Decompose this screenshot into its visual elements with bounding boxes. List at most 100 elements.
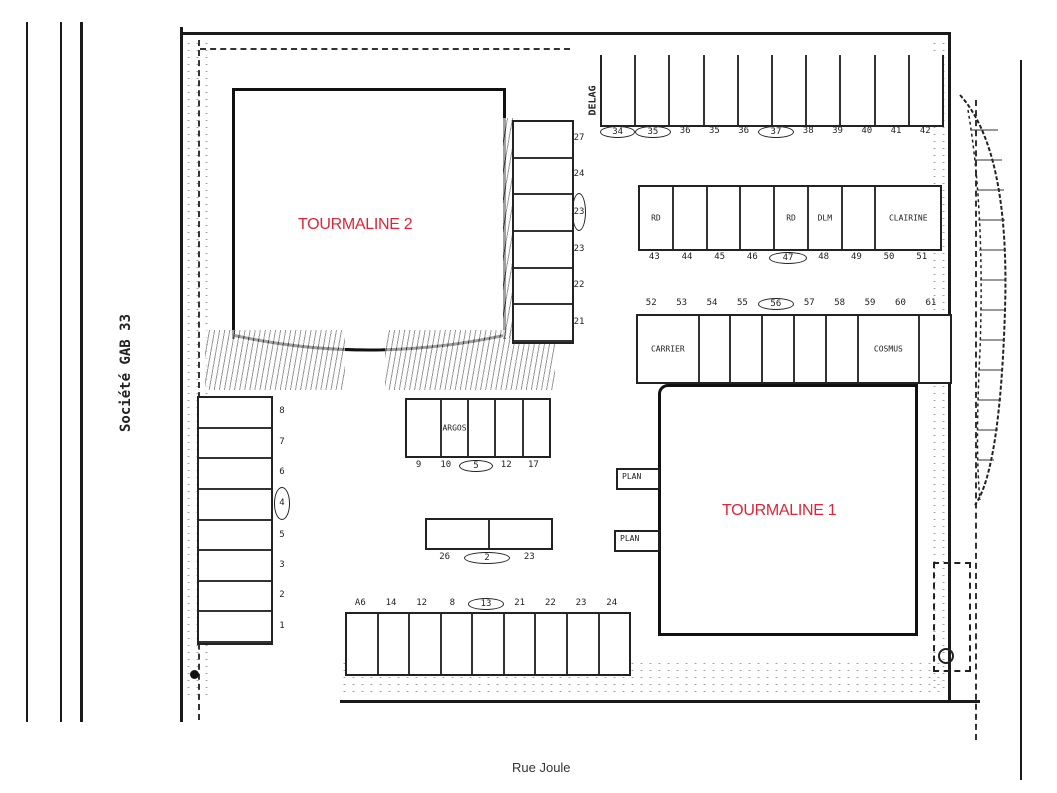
stall-number: 34 <box>600 126 636 138</box>
parking-stall[interactable] <box>514 122 572 159</box>
parking-stall[interactable] <box>514 159 572 196</box>
parking-stall[interactable] <box>199 612 271 643</box>
parking-stall[interactable] <box>199 521 271 552</box>
parking-stall[interactable] <box>199 459 271 490</box>
parking-stall[interactable] <box>636 55 671 125</box>
stall-number: 52 <box>645 298 657 308</box>
building-tourmaline-2 <box>232 88 506 339</box>
parking-numbers-middle-1: 43 44 45 46 47 48 49 50 51 <box>638 252 938 264</box>
small-box-plan-1 <box>616 468 660 490</box>
parking-stall[interactable] <box>600 614 630 674</box>
hatch-ramp-left <box>205 330 345 390</box>
parking-stall[interactable] <box>708 187 742 249</box>
stall-number: 10 <box>440 460 452 470</box>
parking-stall[interactable] <box>505 614 537 674</box>
parking-stall[interactable] <box>514 305 572 343</box>
parking-stall[interactable] <box>524 400 549 456</box>
parking-stall[interactable] <box>807 55 842 125</box>
parking-stall[interactable] <box>427 520 490 548</box>
stall-number: 22 <box>573 280 585 291</box>
parking-stall[interactable] <box>773 55 808 125</box>
parking-stall[interactable] <box>199 490 271 521</box>
parking-numbers-bottom: A6 14 12 8 13 21 22 23 24 <box>345 598 627 610</box>
parking-stall[interactable]: CARRIER <box>638 316 700 382</box>
stall-number: 21 <box>514 598 526 608</box>
parking-stall[interactable] <box>827 316 859 382</box>
parking-stall[interactable] <box>410 614 442 674</box>
parking-stall[interactable] <box>741 187 776 249</box>
stall-number: 43 <box>648 252 660 262</box>
parking-stall[interactable] <box>496 400 524 456</box>
stall-number: 46 <box>746 252 758 262</box>
parking-stall[interactable] <box>876 55 910 125</box>
parking-stall[interactable] <box>469 400 497 456</box>
stall-number: 38 <box>802 126 814 136</box>
stall-number: 39 <box>832 126 843 136</box>
building-tourmaline-1 <box>658 384 918 636</box>
street-label-bottom: Rue Joule <box>512 760 571 775</box>
parking-stall[interactable] <box>407 400 442 456</box>
stall-number: 6 <box>279 466 285 477</box>
parking-stall[interactable]: ARGOS <box>442 400 470 456</box>
parking-stall[interactable] <box>379 614 411 674</box>
small-box-plan-2 <box>614 530 660 552</box>
parking-stall[interactable] <box>705 55 739 125</box>
parking-stall[interactable] <box>568 614 600 674</box>
parking-stall[interactable] <box>739 55 774 125</box>
stall-number: 23 <box>575 598 587 608</box>
parking-stall[interactable]: CLAIRINE <box>888 213 928 223</box>
stall-number: 37 <box>758 126 794 138</box>
stall-number: 12 <box>500 460 512 470</box>
stall-number: 13 <box>467 598 505 610</box>
parking-stall[interactable] <box>199 582 271 613</box>
parking-stall[interactable] <box>674 187 708 249</box>
stall-number: 2 <box>464 552 510 564</box>
parking-stall[interactable] <box>347 614 379 674</box>
stall-number: 9 <box>415 460 422 470</box>
stall-number: 36 <box>679 126 691 136</box>
road-line-left-2 <box>60 22 62 722</box>
parking-stall[interactable] <box>795 316 827 382</box>
parking-stall[interactable] <box>731 316 764 382</box>
parking-stall[interactable] <box>841 55 876 125</box>
site-boundary-right-outer <box>975 100 977 740</box>
parking-stall[interactable] <box>843 187 877 249</box>
stall-number: 3 <box>279 560 285 571</box>
stall-number: 54 <box>706 298 718 308</box>
parking-stall[interactable] <box>490 520 551 548</box>
parking-stall[interactable]: RD <box>640 187 674 249</box>
parking-stall[interactable] <box>514 195 572 233</box>
stall-number: 56 <box>757 298 795 310</box>
parking-stall[interactable] <box>514 269 572 306</box>
small-box-plan-1-label: PLAN <box>622 472 642 481</box>
stall-number: 45 <box>714 252 726 262</box>
parking-stall[interactable] <box>920 316 950 382</box>
parking-stall[interactable] <box>536 614 568 674</box>
note-delag: DELAG <box>587 85 599 116</box>
parking-stall[interactable] <box>199 398 271 429</box>
parking-stall[interactable] <box>442 614 474 674</box>
parking-stall[interactable] <box>514 232 572 269</box>
site-boundary-bottom <box>340 700 980 703</box>
parking-stall[interactable]: COSMUS <box>859 316 921 382</box>
parking-stall[interactable] <box>700 316 732 382</box>
parking-stall[interactable] <box>670 55 705 125</box>
stall-number: 23 <box>573 244 585 255</box>
parking-stall[interactable]: DLM <box>809 187 843 249</box>
parking-stall[interactable] <box>199 429 271 460</box>
utility-box <box>933 562 971 672</box>
stall-number: 23 <box>572 192 586 231</box>
parking-stall[interactable] <box>763 316 795 382</box>
parking-numbers-center: 9 10 5 12 17 <box>405 460 547 472</box>
stall-number: 22 <box>544 598 556 608</box>
parking-stall[interactable] <box>473 614 505 674</box>
parking-stall[interactable] <box>199 551 271 582</box>
parking-row-top <box>600 55 944 127</box>
parking-stall[interactable]: RD <box>775 187 809 249</box>
parking-row-bottom <box>345 612 631 676</box>
parking-stall[interactable] <box>910 55 942 125</box>
parking-numbers-left: 8 7 6 4 5 3 2 1 <box>274 396 290 641</box>
parking-stall[interactable] <box>602 55 637 125</box>
stall-number: 40 <box>861 126 873 136</box>
stall-number: 44 <box>681 252 693 262</box>
